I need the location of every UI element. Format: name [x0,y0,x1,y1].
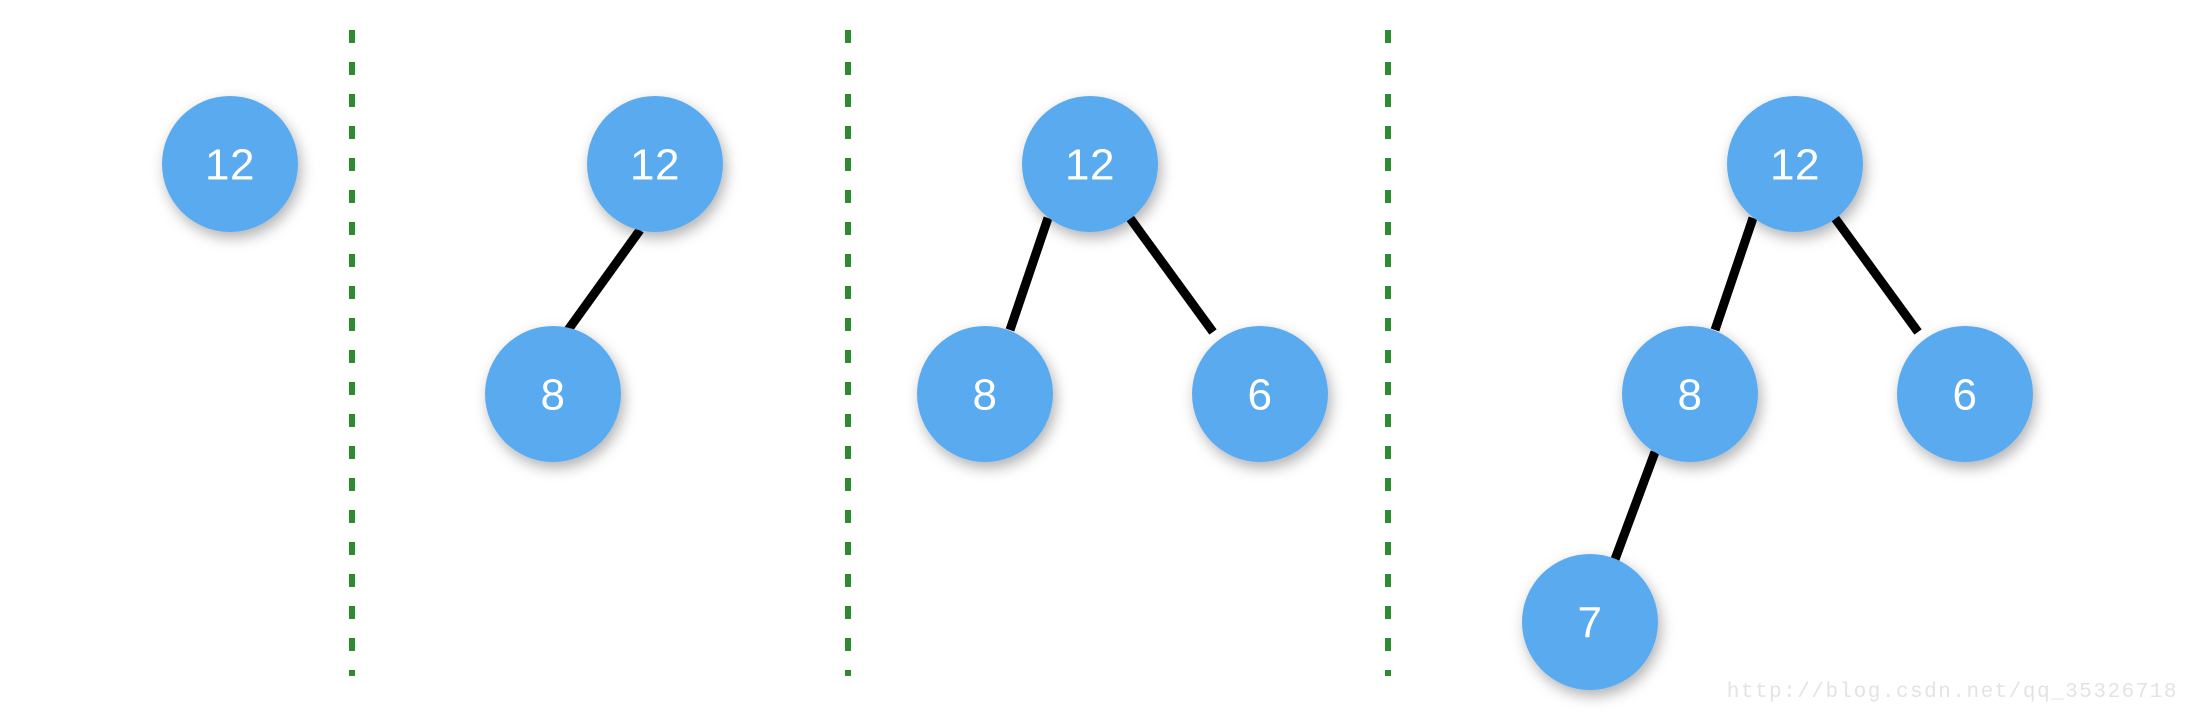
tree-node-p3-n8: 8 [917,326,1053,462]
node-circle [1897,326,2033,462]
tree-node-p4-n7: 7 [1522,554,1658,690]
node-circle [162,96,298,232]
node-circle [485,326,621,462]
tree-node-p2-n12: 12 [587,96,723,232]
tree-edge-p3-n12-to-p3-n8 [1005,216,1053,332]
node-circle [1192,326,1328,462]
tree-edges [564,211,1922,564]
tree-node-p4-n6: 6 [1897,326,2033,462]
tree-node-p3-n12: 12 [1022,96,1158,232]
node-circle [1022,96,1158,232]
watermark-text: http://blog.csdn.net/qq_35326718 [1726,681,2178,704]
tree-node-p2-n8: 8 [485,326,621,462]
tree-edge-p3-n12-to-p3-n6 [1123,211,1217,335]
tree-edge-p4-n12-to-p4-n8 [1710,216,1758,332]
node-circle [1727,96,1863,232]
node-circle [1522,554,1658,690]
tree-node-p4-n12: 12 [1727,96,1863,232]
tree-edge-p2-n12-to-p2-n8 [564,227,644,333]
tree-node-p3-n6: 6 [1192,326,1328,462]
tree-edge-p4-n8-to-p4-n7 [1609,450,1660,564]
node-circle [1622,326,1758,462]
tree-node-p4-n8: 8 [1622,326,1758,462]
tree-node-p1-n12: 12 [162,96,298,232]
panel-dividers [349,30,1391,676]
node-circle [917,326,1053,462]
node-circle [587,96,723,232]
tree-edge-p4-n12-to-p4-n6 [1828,211,1922,335]
